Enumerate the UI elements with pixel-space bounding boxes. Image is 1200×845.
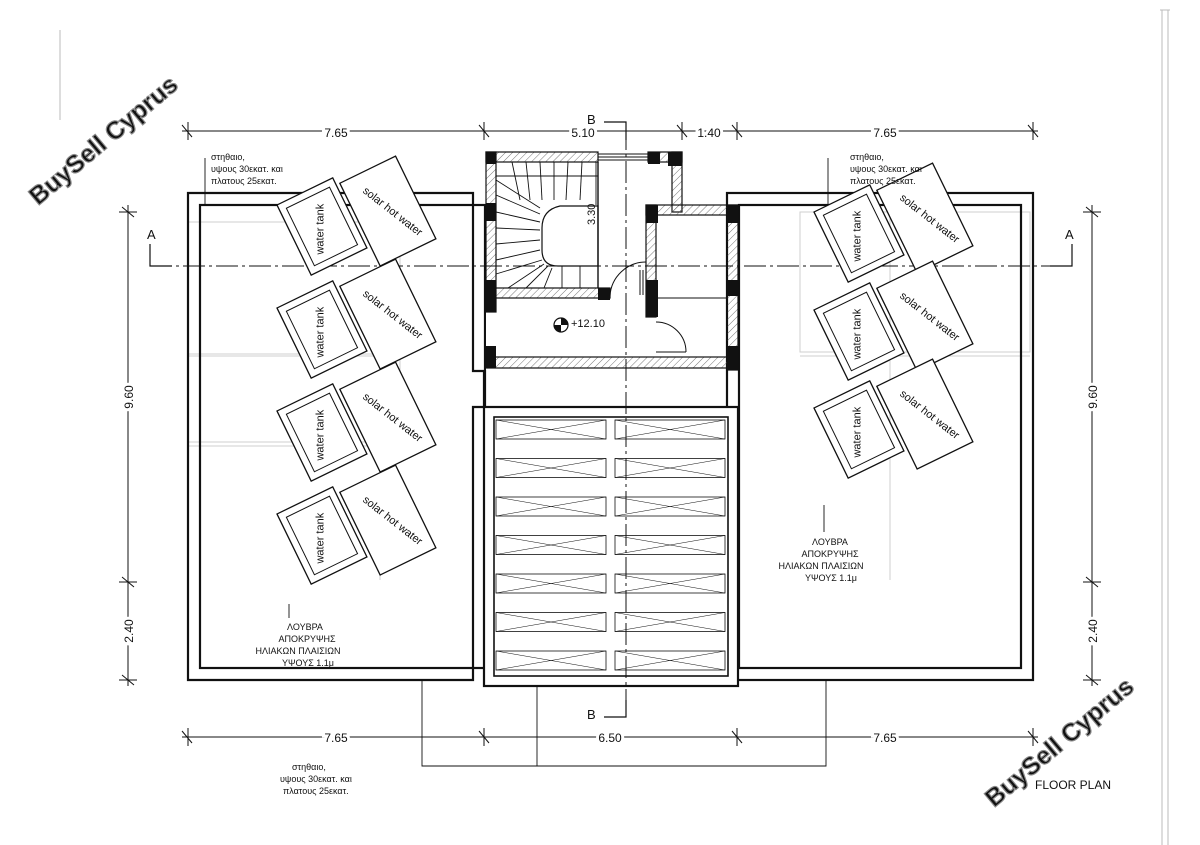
water-tank-label: water tank <box>851 406 863 458</box>
water-tank-label: water tank <box>314 306 326 358</box>
solar-panel <box>614 573 726 594</box>
solar-panel-cross <box>614 419 726 440</box>
dim-top-3: 1.40 <box>697 126 721 140</box>
dim-left-1: 9.60 <box>122 385 136 409</box>
louvre-note-line: ΑΠΟΚΡΥΨΗΣ <box>801 549 859 559</box>
parapet-note-left: στηθαιο, υψους 30εκατ. και πλατους 25εκα… <box>211 152 283 186</box>
solar-panel <box>614 650 726 671</box>
dimension-labels-left: 9.60 2.40 <box>119 382 139 646</box>
water-tank-label: water tank <box>314 203 326 255</box>
solar-panel-cross <box>495 535 607 555</box>
solar-panel <box>495 458 607 478</box>
dim-bottom-3: 7.65 <box>873 731 897 745</box>
parapet-note-line: υψους 30εκατ. και <box>211 164 283 174</box>
equipment-unit: water tank solar hot water <box>276 148 437 296</box>
parapet-note-line: πλατους 25εκατ. <box>850 176 916 186</box>
dimension-labels-top: 7.65 5.10 1.40 7.65 <box>321 123 900 143</box>
louvre-note-line: ΛΟΥΒΡΑ <box>812 537 848 547</box>
parapet-note-line: πλατους 25εκατ. <box>211 176 277 186</box>
parapet-note-line: στηθαιο, <box>292 762 326 772</box>
solar-panel-cross <box>614 496 726 517</box>
equipment-unit: water tank solar hot water <box>813 351 974 499</box>
solar-panel-cross <box>614 612 726 632</box>
louvre-note-left: ΛΟΥΒΡΑ ΑΠΟΚΡΥΨΗΣ ΗΛΙΑΚΩΝ ΠΛΑΙΣΙΩΝ ΥΨΟΥΣ … <box>255 622 340 668</box>
water-tank-label: water tank <box>314 409 326 461</box>
section-marker-b-top: B <box>587 112 596 127</box>
louvre-note-line: ΥΨΟΥΣ 1.1μ <box>805 573 857 583</box>
parapet-note-line: υψους 30εκατ. και <box>280 774 352 784</box>
dimension-labels-right: 9.60 2.40 <box>1083 382 1103 646</box>
solar-panel <box>614 458 726 478</box>
left-equipment: water tank solar hot water water tank so… <box>276 148 437 605</box>
louvre-note-line: ΥΨΟΥΣ 1.1μ <box>282 658 334 668</box>
solar-panel <box>614 419 726 440</box>
water-tank-label: water tank <box>851 308 863 360</box>
parapet-note-line: πλατους 25εκατ. <box>283 786 349 796</box>
solar-panel <box>495 612 607 632</box>
stair-core: +12.10 3.30 <box>485 151 739 371</box>
solar-panel-cross <box>495 573 607 594</box>
solar-panel-cross <box>614 650 726 671</box>
dim-top-2: 5.10 <box>571 126 595 140</box>
solar-panel-array <box>482 405 740 688</box>
solar-panel <box>495 419 607 440</box>
sheet-border <box>59 9 1170 845</box>
solar-panel-cross <box>495 458 607 478</box>
parapet-note-line: στηθαιο, <box>850 152 884 162</box>
dim-right-1: 9.60 <box>1086 385 1100 409</box>
section-marker-a-right: A <box>1065 227 1074 242</box>
equipment-unit: water tank solar hot water <box>813 155 974 303</box>
watermark-top-left: BuySell Cyprus <box>23 70 184 211</box>
level-marker-icon <box>553 317 569 333</box>
louvre-note-line: ΗΛΙΑΚΩΝ ΠΛΑΙΣΙΩΝ <box>778 561 863 571</box>
level-label: +12.10 <box>571 318 605 330</box>
solar-panel <box>495 496 607 517</box>
equipment-unit: water tank solar hot water <box>276 354 437 502</box>
note-leaders <box>204 158 829 767</box>
solar-panel <box>495 650 607 671</box>
section-marker-b-bottom: B <box>587 707 596 722</box>
dim-top-1: 7.65 <box>324 126 348 140</box>
louvre-note-line: ΑΠΟΚΡΥΨΗΣ <box>278 634 336 644</box>
parapet-note-right: στηθαιο, υψους 30εκατ. και πλατους 25εκα… <box>850 152 922 186</box>
dim-top-4: 7.65 <box>873 126 897 140</box>
solar-panel-cross <box>495 612 607 632</box>
solar-panel-cross <box>495 496 607 517</box>
louvre-note-line: ΗΛΙΑΚΩΝ ΠΛΑΙΣΙΩΝ <box>255 646 340 656</box>
parapet-note-line: στηθαιο, <box>211 152 245 162</box>
plan-title: FLOOR PLAN <box>1035 778 1111 792</box>
solar-panel <box>495 535 607 555</box>
solar-panel <box>614 535 726 555</box>
solar-panel <box>614 496 726 517</box>
solar-panel-cross <box>614 573 726 594</box>
dimension-labels-bottom: 7.65 6.50 7.65 <box>321 728 900 748</box>
solar-panel-cross <box>495 419 607 440</box>
solar-panel <box>495 573 607 594</box>
water-tank-label: water tank <box>851 210 863 262</box>
right-equipment: water tank solar hot water water tank so… <box>813 155 974 499</box>
louvre-note-line: ΛΟΥΒΡΑ <box>287 622 323 632</box>
dim-left-2: 2.40 <box>122 619 136 643</box>
equipment-unit: water tank solar hot water <box>276 251 437 399</box>
solar-panel <box>614 612 726 632</box>
stair-width-label: 3.30 <box>586 204 598 225</box>
section-marker-a-left: A <box>147 227 156 242</box>
dim-bottom-2: 6.50 <box>598 731 622 745</box>
watermark-text: BuySell Cyprus <box>24 70 184 210</box>
dimension-lines <box>119 122 1101 746</box>
dim-bottom-1: 7.65 <box>324 731 348 745</box>
equipment-unit: water tank solar hot water <box>813 253 974 401</box>
parapet-note-bottom: στηθαιο, υψους 30εκατ. και πλατους 25εκα… <box>280 762 352 796</box>
parapet-note-line: υψους 30εκατ. και <box>850 164 922 174</box>
water-tank-label: water tank <box>314 512 326 564</box>
equipment-unit: water tank solar hot water <box>276 457 437 605</box>
louvre-note-right: ΛΟΥΒΡΑ ΑΠΟΚΡΥΨΗΣ ΗΛΙΑΚΩΝ ΠΛΑΙΣΙΩΝ ΥΨΟΥΣ … <box>778 537 863 583</box>
solar-panel-cross <box>614 458 726 478</box>
dim-right-2: 2.40 <box>1086 619 1100 643</box>
solar-panel-cross <box>495 650 607 671</box>
solar-panel-cross <box>614 535 726 555</box>
